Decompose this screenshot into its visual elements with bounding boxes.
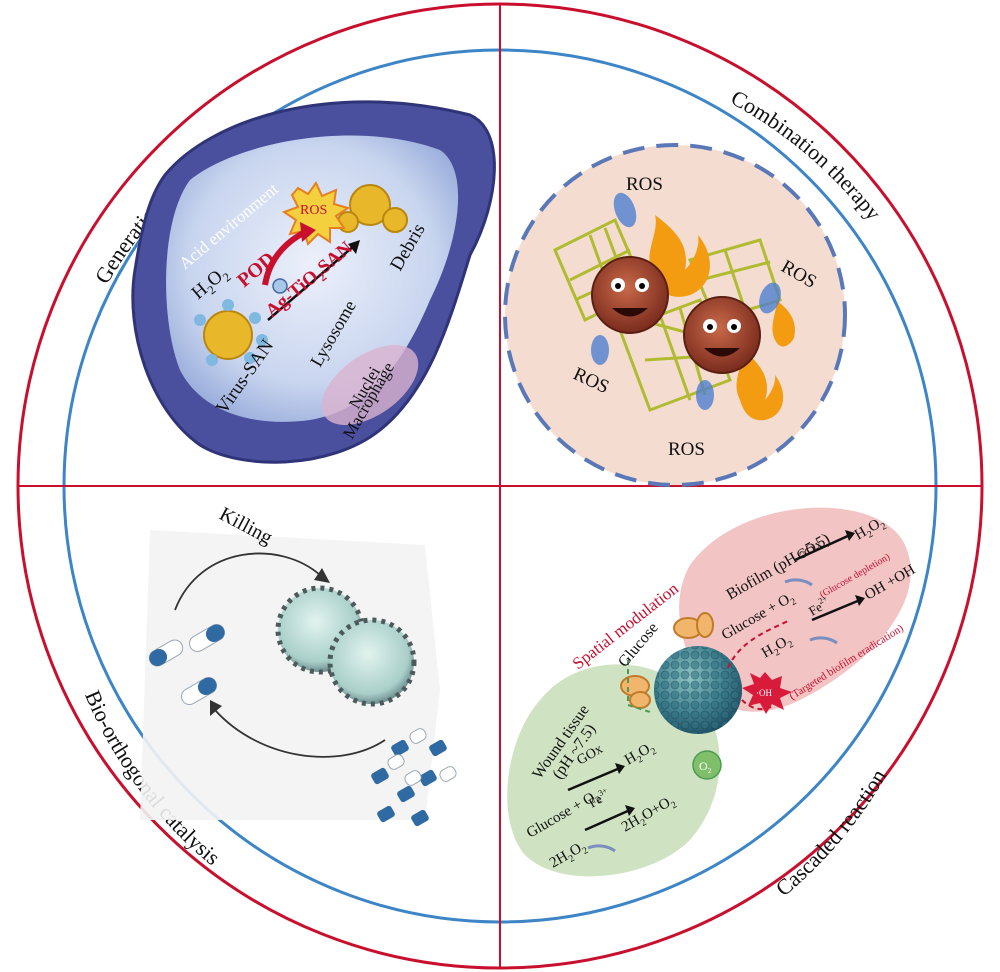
bacterium-icon — [683, 296, 761, 374]
ros-burst-icon — [281, 181, 351, 246]
macrophage-illustration — [131, 100, 496, 464]
label-ros-top: ROS — [626, 174, 663, 195]
cascade-illustration — [507, 507, 911, 877]
reaction-arrow-icon — [267, 244, 356, 321]
combination-therapy-illustration — [503, 143, 847, 487]
hydroxyl-burst-icon — [742, 672, 792, 714]
virus-san-icon — [194, 299, 268, 366]
quadrant-title-bottom-right: Cascaded reaction — [771, 765, 891, 901]
bioorthogonal-illustration — [140, 530, 457, 827]
label-oh-badge: ·OH — [756, 688, 772, 698]
capsule-icon — [180, 677, 218, 705]
capsule-icon — [148, 639, 184, 667]
label-ros-burst: ROS — [300, 203, 327, 218]
label-o2-bubble: O2 — [699, 759, 712, 775]
capsule-icon — [188, 624, 226, 652]
biofilm-region — [679, 507, 911, 712]
oxygen-bubble-icon — [692, 750, 722, 780]
enzyme-icon — [673, 612, 714, 639]
bacterium-icon — [591, 256, 669, 334]
cell-icon — [327, 617, 417, 707]
label-ros-bottom: ROS — [668, 439, 705, 460]
pod-arrow-icon — [262, 229, 307, 286]
